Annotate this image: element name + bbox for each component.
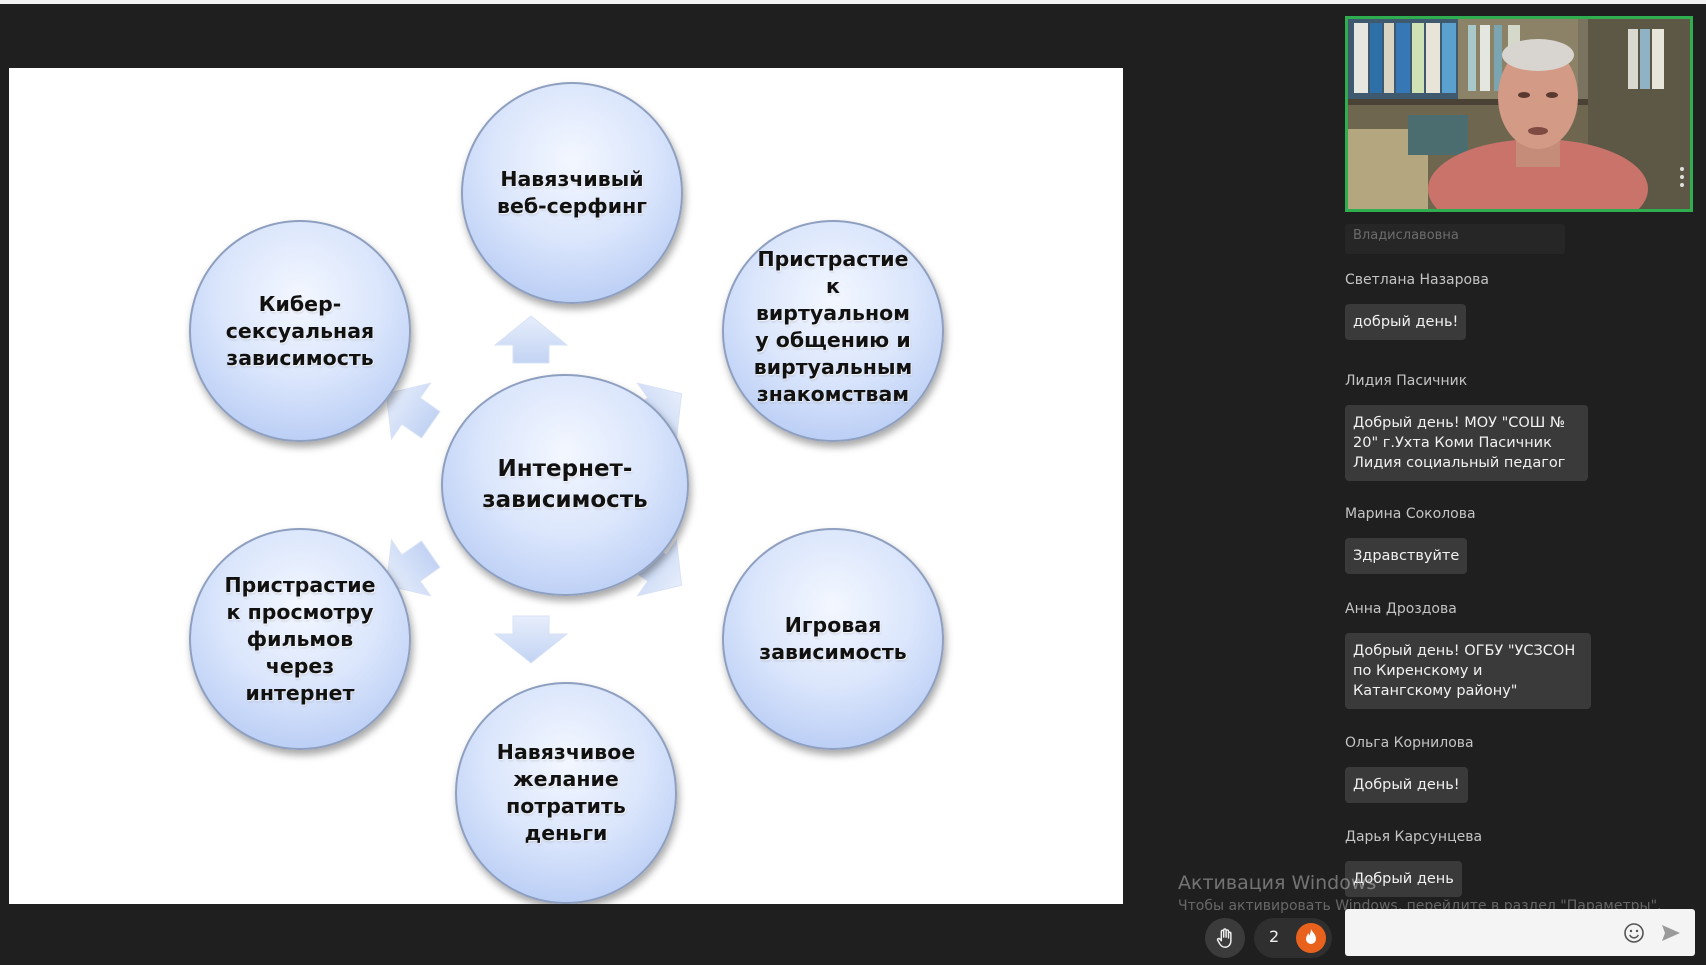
chat-message-bubble: Здравствуйте [1345, 538, 1468, 574]
send-icon[interactable] [1659, 921, 1683, 945]
node-web-surfing: Навязчивый веб-серфинг [461, 82, 683, 304]
chat-input-box [1345, 909, 1695, 956]
chat-message-author: Ольга Корнилова [1345, 735, 1474, 751]
arrow-up-left [385, 382, 441, 441]
top-edge-strip [0, 0, 1706, 4]
speaker-video-tile[interactable] [1345, 16, 1693, 212]
arrow-up [493, 315, 569, 364]
raise-hand-icon [1216, 928, 1232, 948]
windows-activation-title: Активация Windows [1178, 872, 1377, 894]
chat-message-author: Светлана Назарова [1345, 272, 1489, 288]
chat-message-bubble: Добрый день [1345, 861, 1462, 897]
chat-message-author: Анна Дроздова [1345, 601, 1457, 617]
node-cybersex-addiction: Кибер- сексуальная зависимость [189, 220, 411, 442]
speaker-video-frame [1348, 19, 1690, 209]
chat-message-bubble: добрый день! [1345, 304, 1467, 340]
video-more-options-icon[interactable] [1680, 167, 1684, 187]
node-virtual-communication: Пристрастие к виртуальном у общению и ви… [722, 220, 944, 442]
node-internet-addiction: Интернет- зависимость [441, 374, 689, 596]
node-gaming-addiction: Игровая зависимость [722, 528, 944, 750]
chat-message-author: Марина Соколова [1345, 506, 1476, 522]
arrow-down [493, 615, 569, 664]
diagram-arrows [385, 315, 683, 664]
chat-partial-name: Владиславовна [1353, 228, 1459, 243]
chat-message-bubble: Добрый день! ОГБУ "УСЗСОН по Киренскому … [1345, 633, 1591, 709]
chat-message-bubble: Добрый день! [1345, 767, 1468, 803]
arrow-down-left [385, 538, 441, 597]
reactions-counter[interactable]: 2 [1254, 918, 1332, 958]
raise-hand-button[interactable] [1205, 918, 1245, 958]
chat-message-author: Дарья Карсунцева [1345, 829, 1483, 845]
emoji-icon[interactable] [1622, 921, 1646, 945]
reaction-count: 2 [1269, 927, 1280, 946]
chat-message-author: Лидия Пасичник [1345, 373, 1468, 389]
node-movies-addiction: Пристрастие к просмотру фильмов через ин… [189, 528, 411, 750]
node-spending-money: Навязчивое желание потратить деньги [455, 682, 677, 904]
chat-message-bubble: Добрый день! МОУ "СОШ № 20" г.Ухта Коми … [1345, 405, 1588, 481]
fire-icon[interactable] [1296, 923, 1326, 953]
chat-message-input[interactable] [1355, 919, 1609, 947]
chat-partial-bubble: Владиславовна [1345, 224, 1565, 254]
shared-presentation-slide: Навязчивый веб-серфинг Пристрастие к вир… [9, 68, 1123, 904]
